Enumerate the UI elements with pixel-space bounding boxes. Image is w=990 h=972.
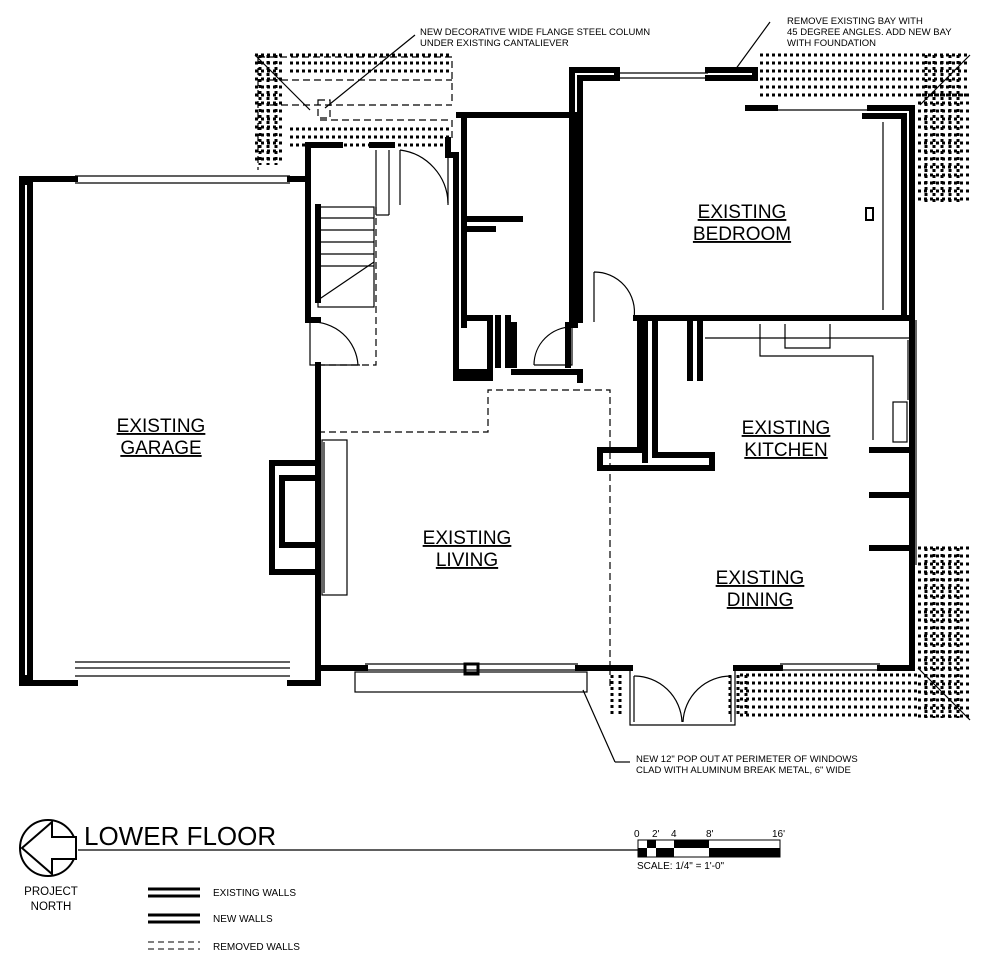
- fireplace: [269, 142, 348, 671]
- label-dining-1: EXISTING: [716, 568, 805, 589]
- note-bay-3: WITH FOUNDATION: [787, 38, 876, 49]
- note-column-1: NEW DECORATIVE WIDE FLANGE STEEL COLUMN: [420, 27, 650, 38]
- label-dining-2: DINING: [727, 590, 794, 611]
- north-label-2: NORTH: [31, 901, 72, 913]
- note-bay-2: 45 DEGREE ANGLES. ADD NEW BAY: [787, 27, 952, 38]
- scale-label: SCALE: 1/4" = 1'-0": [637, 861, 725, 872]
- scale-tick-16: 16': [772, 829, 785, 840]
- north-label-1: PROJECT: [24, 886, 78, 898]
- annotation-notes: NEW DECORATIVE WIDE FLANGE STEEL COLUMN …: [420, 16, 952, 776]
- scale-tick-4: 4: [671, 829, 677, 840]
- note-popout-2: CLAD WITH ALUMINUM BREAK METAL, 6" WIDE: [636, 765, 851, 776]
- label-bedroom-1: EXISTING: [698, 202, 787, 223]
- bedroom-walls: [569, 67, 915, 381]
- stair: [305, 142, 449, 366]
- note-column-2: UNDER EXISTING CANTALIEVER: [420, 38, 569, 49]
- label-living-1: EXISTING: [423, 528, 512, 549]
- scale-bar: 0 2' 4 8' 16' SCALE: 1/4" = 1'-0": [634, 829, 785, 872]
- leader-lines: [324, 21, 771, 763]
- new-foundation-hatch: [254, 53, 971, 721]
- legend-new: NEW WALLS: [213, 914, 273, 925]
- hall-core: [445, 112, 583, 383]
- living-south-wall: [315, 662, 603, 693]
- note-popout-1: NEW 12" POP OUT AT PERIMETER OF WINDOWS: [636, 754, 858, 765]
- scale-tick-0: 0: [634, 829, 640, 840]
- note-bay-1: REMOVE EXISTING BAY WITH: [787, 16, 923, 27]
- north-arrow-icon: [19, 819, 77, 877]
- legend: EXISTING WALLS NEW WALLS REMOVED WALLS: [148, 887, 300, 953]
- label-kitchen-2: KITCHEN: [744, 440, 827, 461]
- scale-tick-2: 2': [652, 829, 660, 840]
- garage-walls: [19, 175, 321, 686]
- scale-tick-8: 8': [706, 829, 714, 840]
- label-kitchen-1: EXISTING: [742, 418, 831, 439]
- drawing-title: LOWER FLOOR: [84, 821, 276, 851]
- title-block: LOWER FLOOR PROJECT NORTH 0 2' 4 8' 16' …: [19, 819, 785, 953]
- label-living-2: LIVING: [436, 550, 498, 571]
- label-bedroom-2: BEDROOM: [693, 224, 791, 245]
- label-garage-1: EXISTING: [117, 416, 206, 437]
- legend-existing: EXISTING WALLS: [213, 888, 296, 899]
- room-labels: EXISTING GARAGE EXISTING BEDROOM EXISTIN…: [117, 202, 831, 611]
- legend-removed: REMOVED WALLS: [213, 942, 300, 953]
- kitchen-dining-walls: [597, 315, 917, 726]
- label-garage-2: GARAGE: [120, 438, 201, 459]
